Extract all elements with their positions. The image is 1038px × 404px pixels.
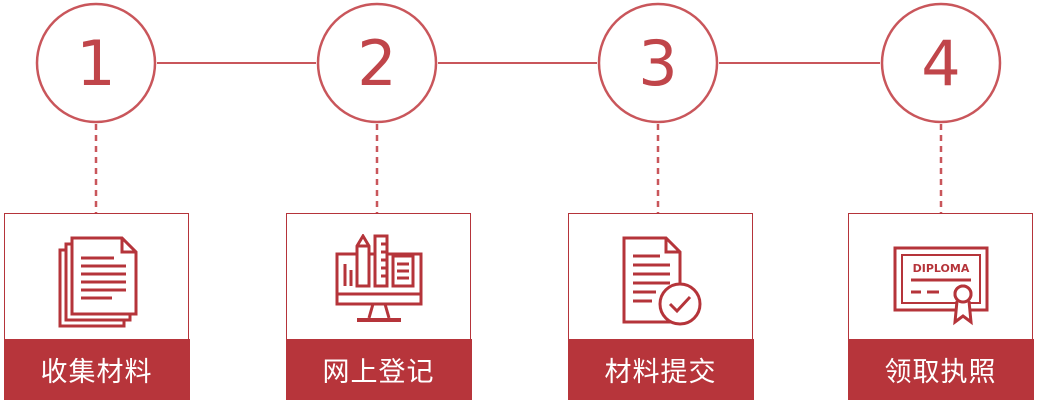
documents-stack-icon	[58, 236, 137, 328]
step-label-4: 领取执照	[847, 338, 1034, 400]
diploma-certificate-icon: DIPLOMA	[893, 246, 988, 326]
step-label-1: 收集材料	[3, 338, 190, 400]
monitor-stationery-icon	[335, 234, 422, 322]
diploma-text: DIPLOMA	[912, 262, 969, 275]
step-number-1: 1	[76, 26, 116, 100]
step-circle-1	[35, 2, 157, 124]
step-circle-3	[597, 2, 719, 124]
step-card-4: DIPLOMA 领取执照	[847, 213, 1034, 400]
step-number-3: 3	[638, 26, 678, 100]
step-card-3: 材料提交	[567, 213, 754, 400]
step-number-2: 2	[357, 26, 397, 100]
document-check-icon	[622, 236, 701, 326]
step-card-2: 网上登记	[285, 213, 472, 400]
step-card-1: 收集材料	[3, 213, 190, 400]
step-label-2: 网上登记	[285, 338, 472, 400]
step-number-4: 4	[921, 26, 961, 100]
step-circle-2	[316, 2, 438, 124]
step-circle-4	[880, 2, 1002, 124]
step-label-3: 材料提交	[567, 338, 754, 400]
